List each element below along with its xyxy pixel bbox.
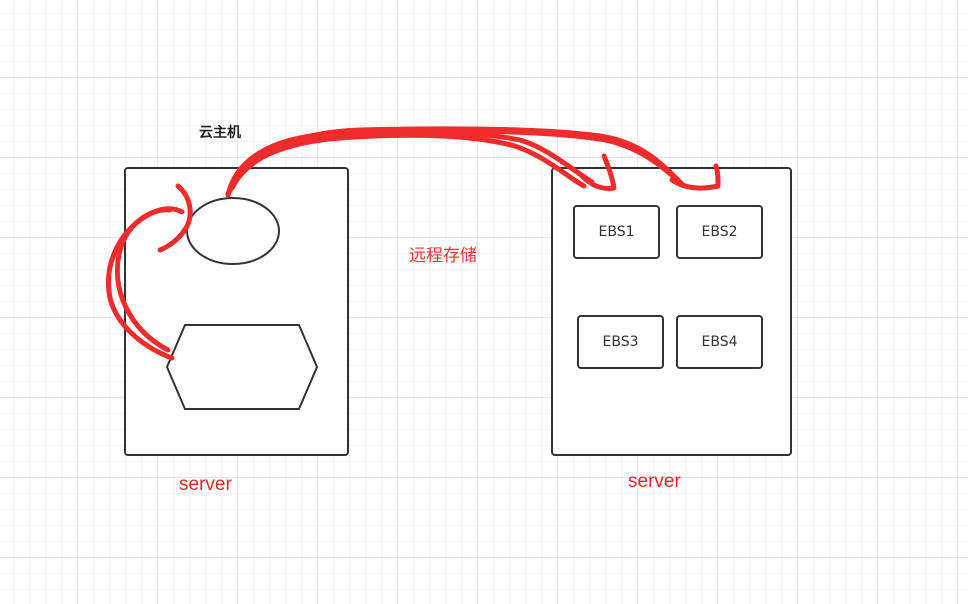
ink-arc-to-ebs1 — [225, 129, 595, 198]
ebs2-volume[interactable]: EBS2 — [676, 205, 763, 259]
right-server-caption: server — [628, 471, 681, 492]
ink-arrowhead-ebs2 — [669, 163, 721, 191]
remote-storage-label: 远程存储 — [409, 246, 477, 266]
ebs1-label: EBS1 — [598, 224, 635, 240]
ink-hook — [157, 183, 193, 253]
ebs3-label: EBS3 — [602, 334, 639, 350]
ebs4-label: EBS4 — [701, 334, 738, 350]
ebs4-volume[interactable]: EBS4 — [676, 315, 763, 369]
ink-arc-to-ebs2-b — [233, 128, 687, 189]
ebs3-volume[interactable]: EBS3 — [577, 315, 664, 369]
ebs1-volume[interactable]: EBS1 — [573, 205, 660, 259]
cloud-host-label: 云主机 — [199, 125, 241, 141]
ebs2-label: EBS2 — [701, 224, 738, 240]
hexagon-shape[interactable] — [165, 324, 319, 410]
ink-loop-left-inner — [114, 207, 173, 353]
left-server-caption: server — [179, 474, 232, 495]
ink-arrowhead-ebs1 — [579, 153, 617, 191]
